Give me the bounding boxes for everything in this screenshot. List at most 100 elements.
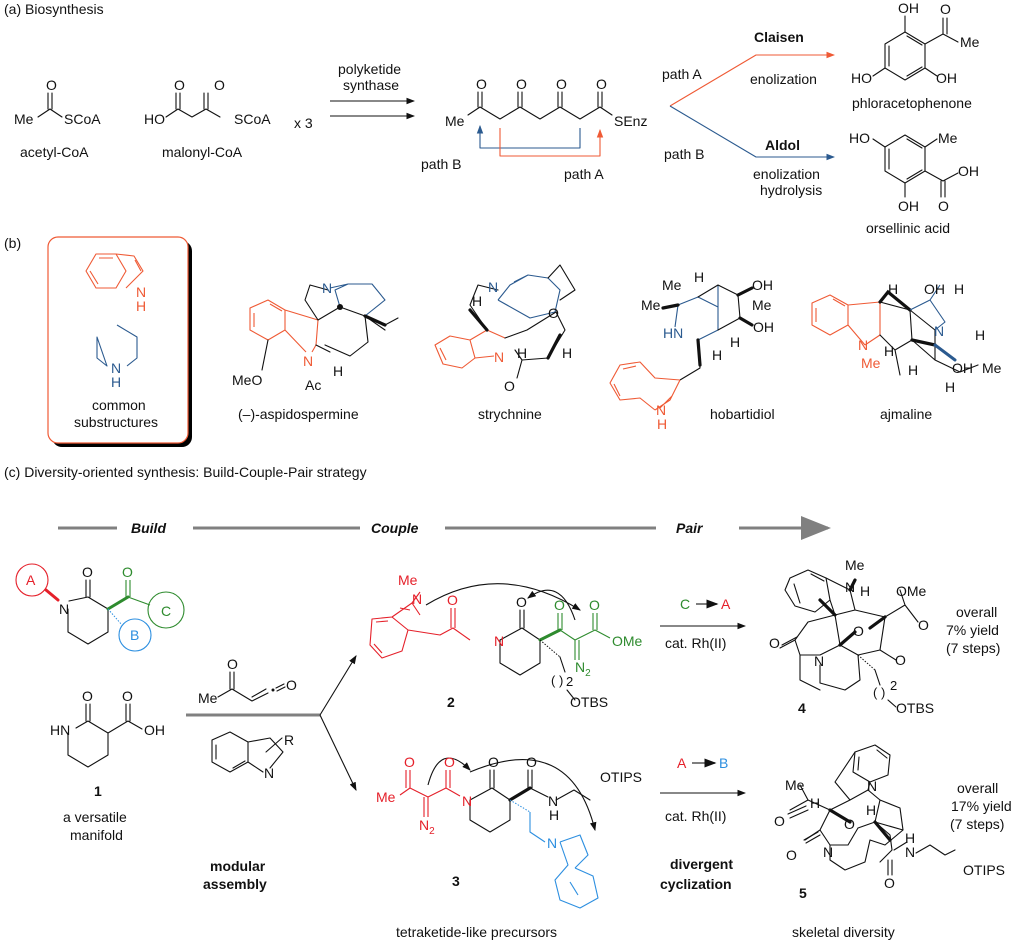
atom-label: Me — [376, 789, 396, 805]
atom-label: H — [810, 795, 820, 811]
compound-4-yield: (7 steps) — [946, 640, 1000, 656]
compound-5-structure: Me H H N N N O O O N O H N OTIPS 5 overa… — [774, 744, 1012, 940]
atom-label: N — [867, 778, 877, 794]
atom-label: O — [174, 77, 185, 93]
pair-top-catalyst: cat. Rh(II) — [665, 635, 726, 651]
atom-label: H — [136, 298, 146, 314]
diazo-label: N2 — [419, 817, 435, 837]
atom-label: SEnz — [614, 113, 647, 129]
compound-number-1: 1 — [94, 783, 102, 799]
atom-label: H — [562, 345, 572, 361]
atom-label: Me — [785, 777, 805, 793]
compound-name-orsellinic-acid: orsellinic acid — [866, 220, 950, 236]
site-c-label: C — [161, 603, 171, 619]
compound-3-structure: Me O O N2 N O O N H OTIPS N 3 tetraketid… — [376, 754, 642, 940]
atom-label: H — [860, 583, 870, 599]
strychnine-structure: N N O O H H H strychnine — [434, 264, 576, 422]
precursor-caption: tetraketide-like precursors — [396, 924, 557, 940]
atom-label: O — [554, 597, 565, 613]
atom-label: O — [286, 677, 297, 693]
box-caption: common — [92, 397, 146, 413]
atom-label: O — [940, 1, 951, 17]
atom-label: OTIPS — [600, 769, 642, 785]
atom-label: O — [444, 754, 455, 770]
piperidine-substructure: N H — [96, 324, 138, 390]
atom-label: N — [858, 337, 868, 353]
site-b-circle — [118, 618, 152, 652]
stage-couple: Couple — [371, 520, 419, 536]
atom-label: Me — [938, 130, 958, 146]
atom-label: O — [82, 564, 93, 580]
enzyme-label: polyketide — [338, 61, 401, 77]
chain-paren: ( ) — [551, 673, 563, 688]
site-b-label: B — [130, 627, 139, 643]
atom-label: O — [895, 652, 906, 668]
compound-number-4: 4 — [798, 700, 806, 716]
atom-label: N — [412, 591, 422, 607]
atom-label: N — [303, 353, 313, 369]
pks-arrows: polyketide synthase — [330, 61, 416, 120]
atom-label: Ac — [305, 377, 321, 393]
couple-step-label: modular — [210, 858, 266, 874]
atom-label: SCoA — [234, 111, 271, 127]
atom-label: O — [46, 77, 57, 93]
compound-1-caption: manifold — [70, 827, 123, 843]
atom-label: OH — [936, 70, 957, 86]
compound-5-yield: (7 steps) — [950, 816, 1004, 832]
compound-number-2: 2 — [447, 694, 455, 710]
scaffold-abc: A B C N O O — [15, 563, 185, 652]
atom-label: Me — [445, 113, 465, 129]
compound-number-5: 5 — [799, 885, 807, 901]
compound-4-structure: Me N H OMe O O O O N ( ) 2 OTBS 4 overal… — [769, 557, 1000, 716]
atom-label: OH — [924, 281, 945, 297]
atom-label: O — [844, 816, 855, 832]
atom-label: O — [918, 617, 929, 633]
polyketide-intermediate: O O O O Me SEnz path B path A — [421, 76, 647, 182]
strategy-bar: Build Couple Pair — [58, 516, 831, 540]
stage-build: Build — [131, 520, 166, 536]
panel-b: (b) N H N H common substructures N N — [4, 235, 1002, 447]
atom-label: OH — [952, 360, 973, 376]
atom-label: O — [227, 656, 238, 672]
branch-b-path-label: path B — [664, 146, 704, 162]
compound-number-3: 3 — [452, 873, 460, 889]
pair-step-label: cyclization — [660, 876, 732, 892]
atom-label: OH — [753, 319, 774, 335]
atom-label: Me — [752, 297, 772, 313]
atom-label: N — [462, 793, 472, 809]
atom-label: H — [730, 334, 740, 350]
panel-c: (c) Diversity-oriented synthesis: Build-… — [4, 464, 1012, 940]
pair-bottom-catalyst: cat. Rh(II) — [665, 808, 726, 824]
atom-label: OTBS — [570, 694, 608, 710]
atom-label: Me — [662, 277, 682, 293]
atom-label: H — [908, 362, 918, 378]
atom-label: N — [845, 579, 855, 595]
atom-label: Me — [641, 297, 661, 313]
stage-pair: Pair — [676, 520, 704, 536]
atom-label: Me — [845, 557, 865, 573]
atom-label: O — [853, 623, 864, 639]
atom-label: O — [516, 76, 527, 92]
atom-label: H — [712, 347, 722, 363]
panel-a: (a) Biosynthesis O Me SCoA acetyl-CoA O … — [4, 0, 980, 236]
atom-label: H — [888, 281, 898, 297]
atom-label: MeO — [232, 372, 262, 388]
atom-label: OH — [752, 277, 773, 293]
atom-label: O — [589, 597, 600, 613]
atom-label: O — [488, 754, 499, 770]
atom-label: H — [975, 327, 985, 343]
atom-label: N — [934, 323, 944, 339]
atom-label: N — [322, 280, 332, 296]
atom-label: HN — [663, 325, 683, 341]
compound-name-acetyl-coa: acetyl-CoA — [20, 144, 89, 160]
atom-label: O — [504, 378, 515, 394]
multiplier-label: x 3 — [294, 115, 313, 131]
acetyl-coa-structure: O Me SCoA acetyl-CoA — [14, 77, 101, 160]
compound-4-yield: 7% yield — [946, 622, 999, 638]
atom-label: N — [488, 279, 498, 295]
atom-label: O — [774, 813, 785, 829]
atom-label: O — [516, 594, 527, 610]
path-b-label: path B — [421, 156, 461, 172]
chain-count: 2 — [890, 678, 897, 693]
chain-paren: ( ) — [873, 685, 885, 700]
